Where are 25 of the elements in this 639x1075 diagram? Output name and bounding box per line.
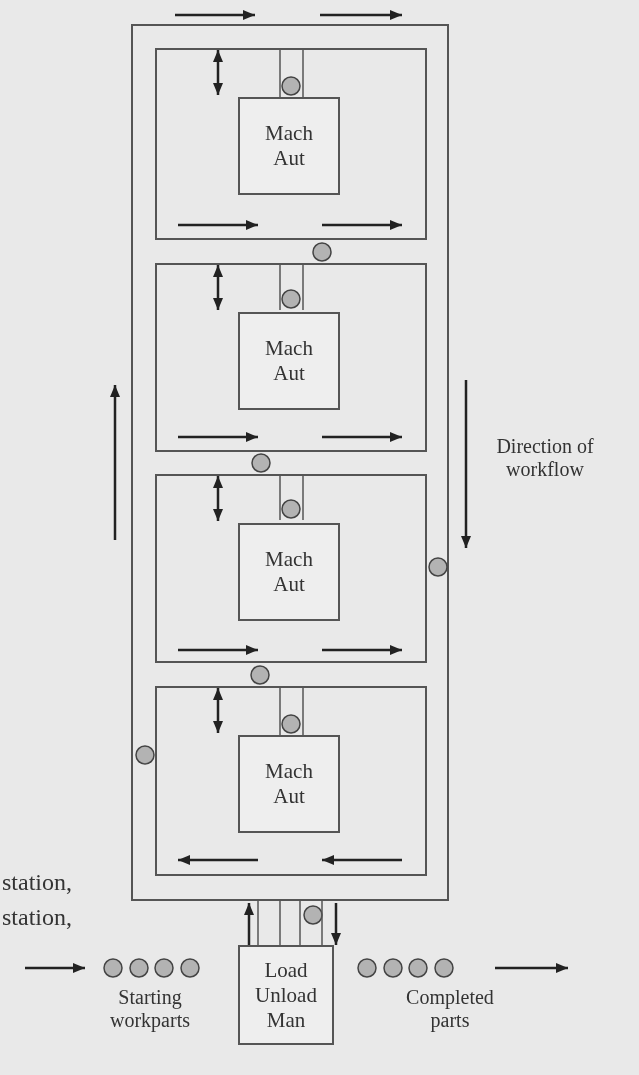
machine-label: Mach Aut <box>265 759 313 809</box>
transfer-arrow <box>244 903 254 945</box>
direction-label: Direction of workflow <box>495 435 595 481</box>
machine-label: Mach Aut <box>265 336 313 386</box>
parts-label: Starting workparts <box>109 986 191 1032</box>
machine-label: Load Unload Man <box>255 957 317 1033</box>
workstation-outline <box>155 48 427 240</box>
machine-box <box>238 523 340 621</box>
transfer-arrow <box>213 476 223 521</box>
transfer-arrow <box>213 688 223 733</box>
transfer-arrow <box>213 50 223 95</box>
machine-box <box>238 312 340 410</box>
machine-box <box>238 97 340 195</box>
workstation-outline <box>155 263 427 452</box>
station-label: station, <box>2 868 72 896</box>
workstation-outline <box>155 474 427 663</box>
workstation-outline <box>155 686 427 876</box>
transfer-arrow <box>331 903 341 945</box>
machine-label: Mach Aut <box>265 121 313 171</box>
station-label: station, <box>2 903 72 931</box>
machine-label: Mach Aut <box>265 547 313 597</box>
transfer-arrow <box>213 265 223 310</box>
machine-box <box>238 735 340 833</box>
parts-label: Completed parts <box>405 986 495 1032</box>
load-unload-box <box>238 945 334 1045</box>
